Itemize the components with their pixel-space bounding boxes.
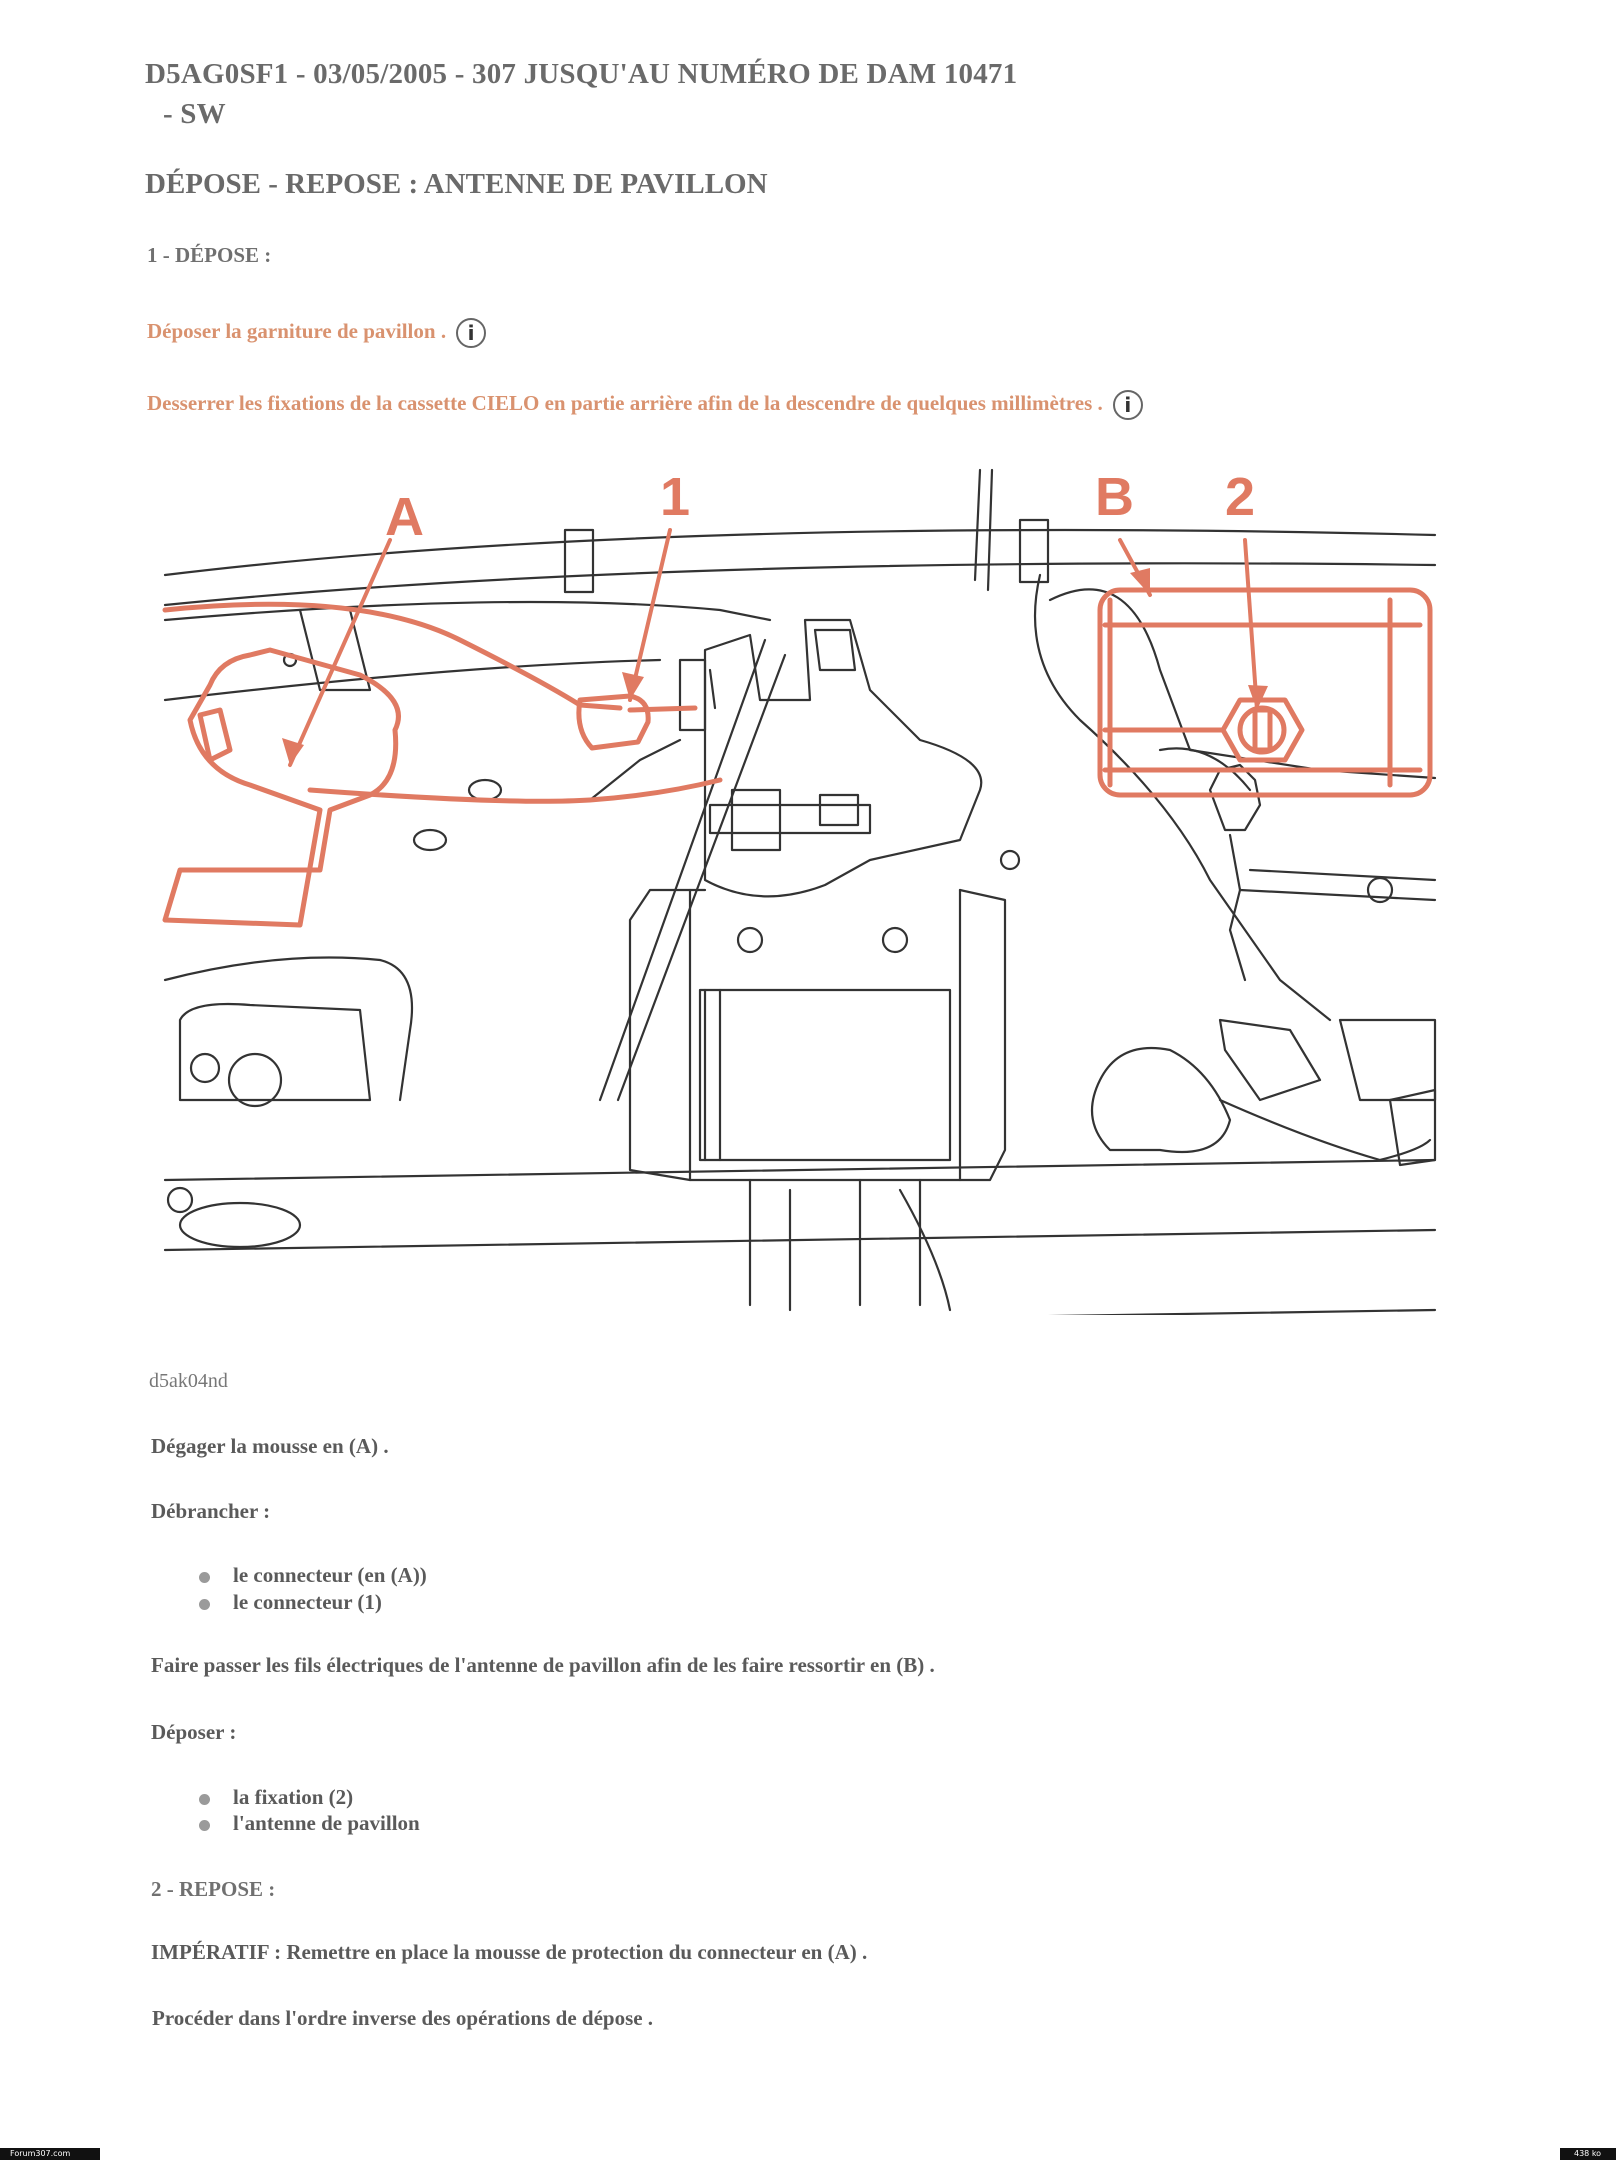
footer-bar-left	[0, 2148, 100, 2160]
section-depose: 1 - DÉPOSE :	[147, 243, 272, 267]
footer-bar-right	[1560, 2148, 1616, 2160]
document-subtitle: - SW	[163, 98, 226, 130]
list-item: le connecteur (en (A))	[199, 1563, 427, 1587]
list-item: la fixation (2)	[198, 1785, 354, 1809]
antenna-diagram: A 1 B 2	[162, 467, 1437, 1315]
callout-2: 2	[1225, 467, 1255, 527]
instruction-debrancher: Débrancher :	[151, 1499, 271, 1523]
instruction-fils: Faire passer les fils électriques de l'a…	[151, 1653, 935, 1677]
instruction-deposer: Déposer :	[151, 1720, 237, 1744]
info-icon[interactable]: i	[456, 318, 487, 348]
list-item: le connecteur (1)	[199, 1590, 382, 1614]
callout-a: A	[385, 487, 424, 547]
step-garniture-text: Déposer la garniture de pavillon .	[147, 318, 447, 343]
document-title: D5AG0SF1 - 03/05/2005 - 307 JUSQU'AU NUM…	[145, 58, 1018, 90]
list-item: l'antenne de pavillon	[199, 1811, 420, 1835]
highlight-overlay	[162, 587, 1433, 928]
instruction-imperatif: IMPÉRATIF : Remettre en place la mousse …	[151, 1940, 868, 1964]
step-garniture: Déposer la garniture de pavillon . i	[147, 318, 487, 348]
footer-site: Forum307.com	[10, 2149, 71, 2158]
footer-size: 438 ko	[1574, 2149, 1602, 2158]
figure-caption: d5ak04nd	[149, 1370, 228, 1392]
step-cassette: Desserrer les fixations de la cassette C…	[147, 390, 1143, 420]
instruction-degager: Dégager la mousse en (A) .	[151, 1434, 389, 1458]
step-cassette-text: Desserrer les fixations de la cassette C…	[147, 390, 1103, 415]
info-icon[interactable]: i	[1112, 390, 1143, 420]
instruction-ordre: Procéder dans l'ordre inverse des opérat…	[152, 2006, 654, 2030]
callout-1: 1	[660, 467, 690, 527]
page-heading: DÉPOSE - REPOSE : ANTENNE DE PAVILLON	[145, 168, 768, 200]
callout-b: B	[1095, 467, 1134, 527]
section-repose: 2 - REPOSE :	[151, 1877, 276, 1901]
